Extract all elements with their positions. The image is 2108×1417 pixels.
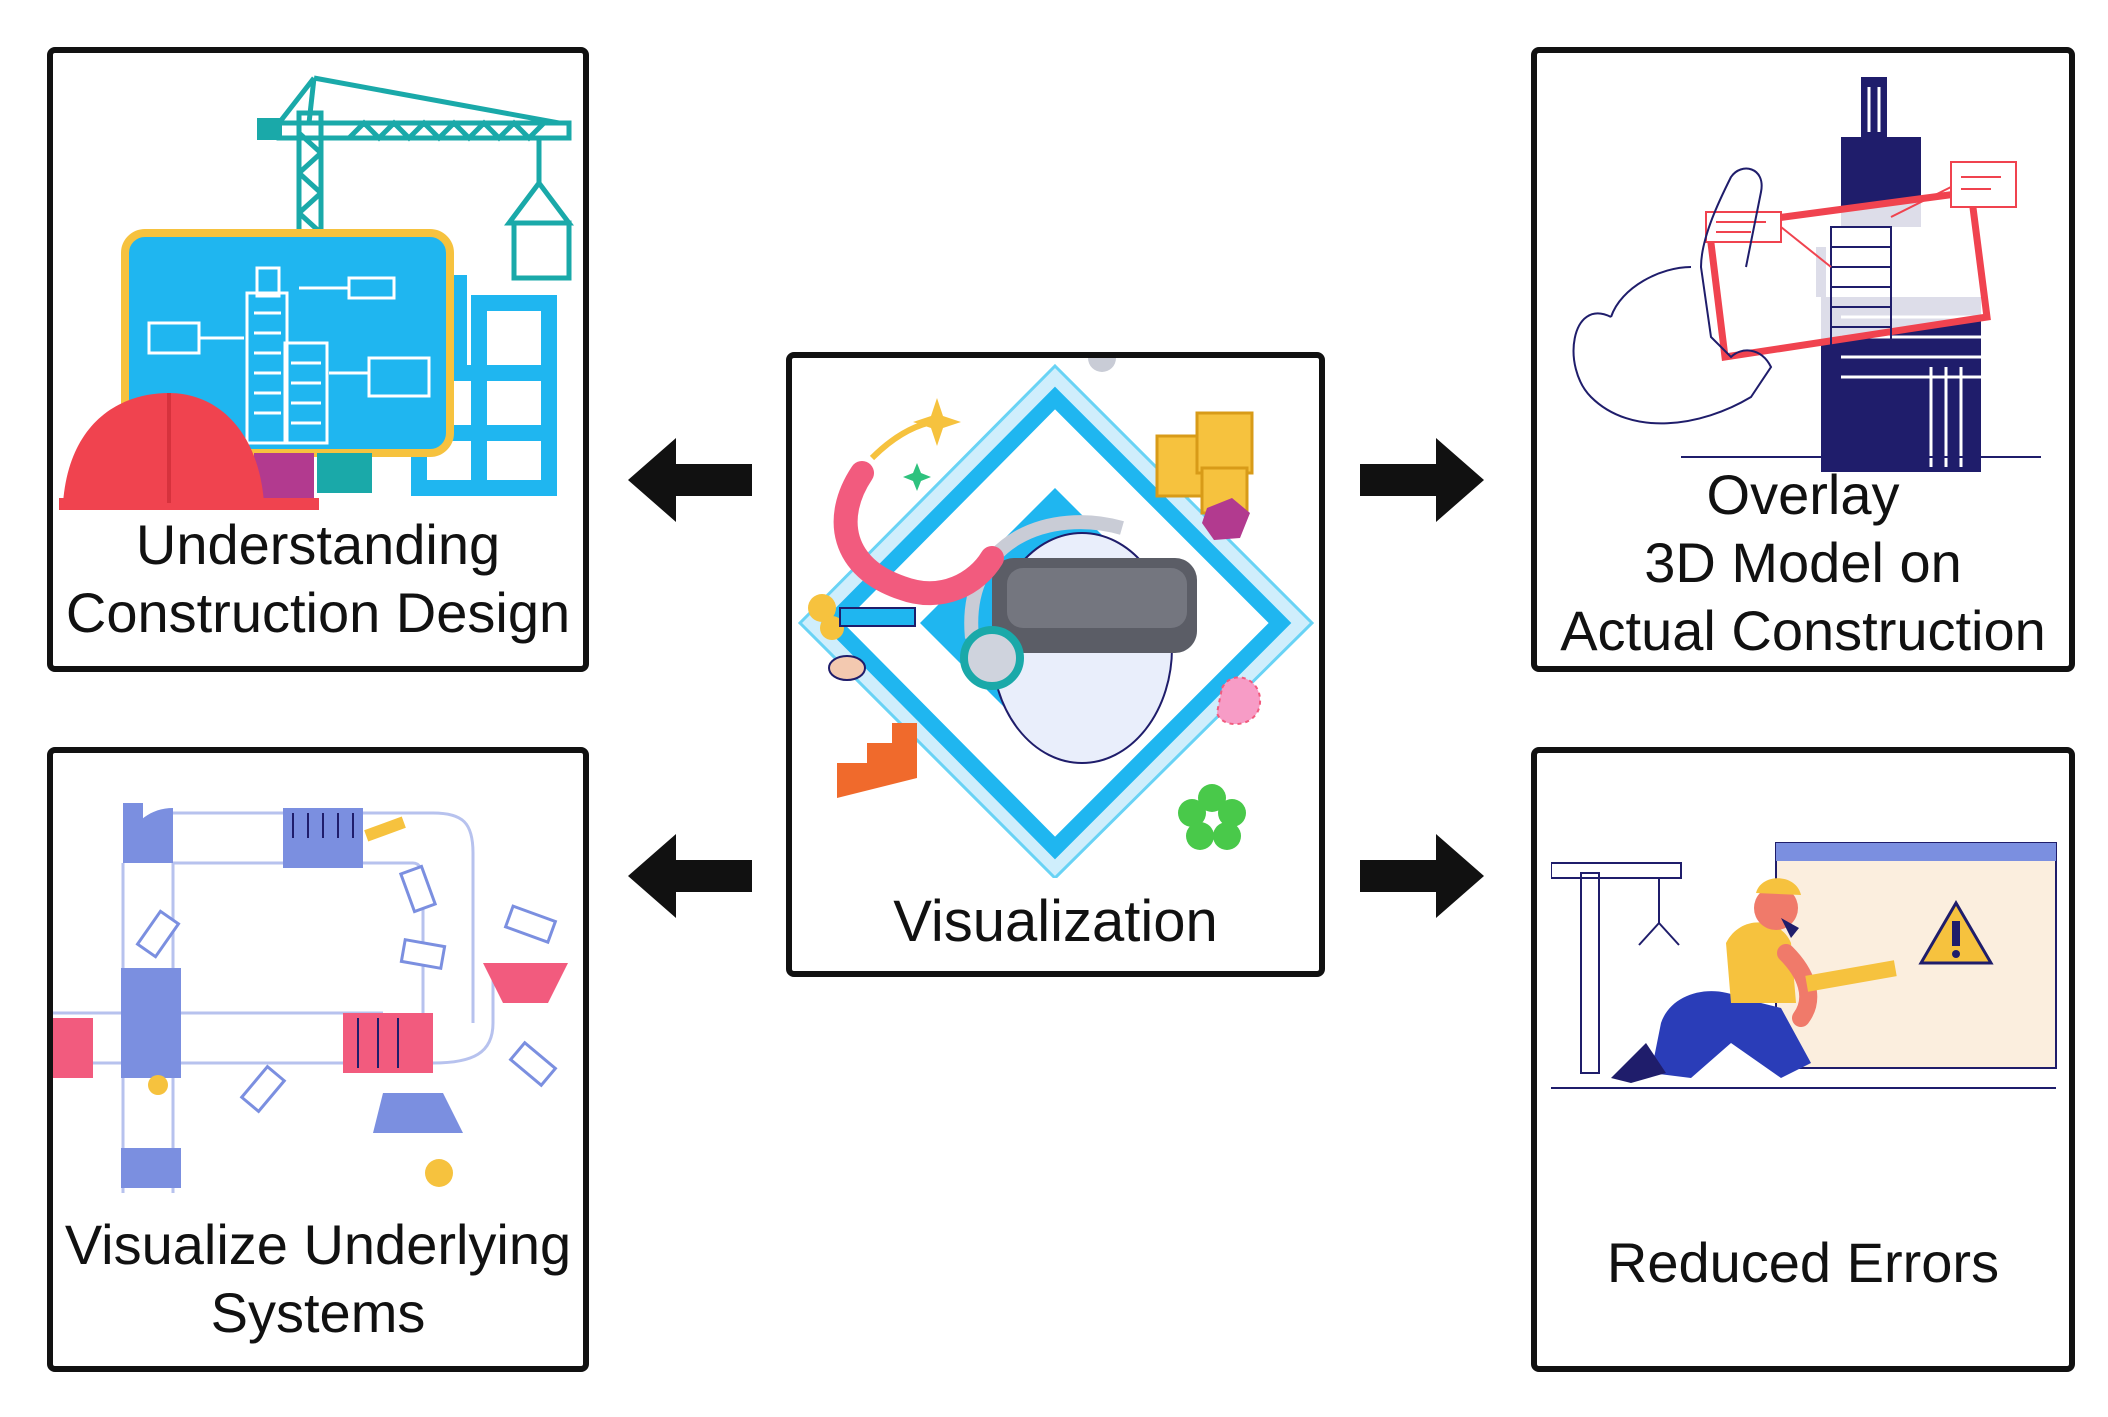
- arrow-left-bottom: [628, 834, 752, 918]
- caption-understanding-design: Understanding Construction Design: [65, 513, 571, 644]
- arrow-right-bottom: [1360, 834, 1484, 918]
- caption-overlay-3d-model: Overlay 3D Model on Actual Construction: [1560, 463, 2046, 662]
- panel-understanding-design: Understanding Construction Design: [47, 47, 589, 672]
- panel-visualization: Visualization: [786, 352, 1325, 977]
- arrow-right-top: [1360, 438, 1484, 522]
- panel-underlying-systems: Visualize Underlying Systems: [47, 747, 589, 1372]
- ar-overlay-icon: [1572, 77, 2041, 472]
- worker-warning-icon: [1551, 842, 2057, 1089]
- caption-reduced-errors: Reduced Errors: [1606, 1231, 2000, 1294]
- panel-overlay-3d-model: Overlay 3D Model on Actual Construction: [1531, 47, 2075, 672]
- caption-visualization: Visualization: [893, 889, 1218, 954]
- construction-design-icon: [59, 75, 574, 510]
- vr-headset-icon: [797, 358, 1315, 878]
- pipe-systems-icon: [53, 803, 568, 1193]
- arrow-left-top: [628, 438, 752, 522]
- panel-reduced-errors: Reduced Errors: [1531, 747, 2075, 1372]
- caption-underlying-systems: Visualize Underlying Systems: [64, 1213, 572, 1344]
